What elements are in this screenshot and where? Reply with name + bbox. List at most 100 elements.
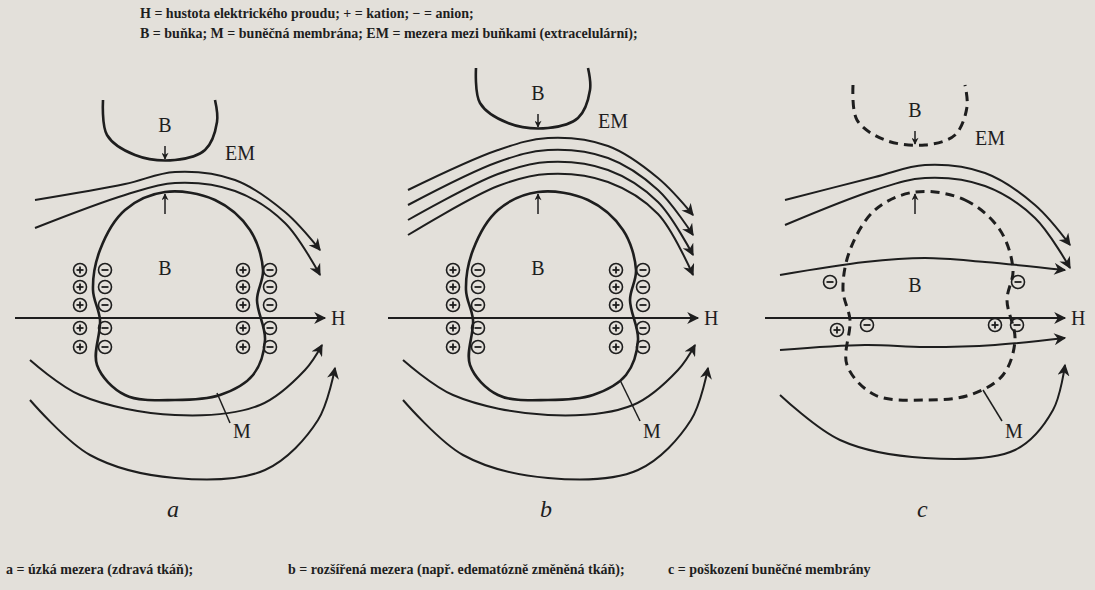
anion-symbol	[99, 341, 112, 354]
cell-membrane	[75, 185, 275, 410]
cation-symbol	[74, 299, 87, 312]
cation-symbol	[74, 322, 87, 335]
ion-bar	[102, 346, 109, 348]
gap-label: EM	[975, 127, 1005, 150]
membrane-path	[853, 85, 967, 145]
cation-symbol	[447, 281, 460, 294]
gap-tick	[914, 194, 916, 214]
ion-bar	[475, 286, 482, 288]
ion-bar	[79, 284, 81, 291]
cation-symbol	[237, 264, 250, 277]
cell-membrane	[448, 185, 648, 410]
neighbour-cell: B	[463, 58, 603, 138]
ion-ring	[74, 281, 87, 294]
cation-symbol	[610, 281, 623, 294]
panel-letter: b	[540, 496, 552, 524]
gap-label: EM	[598, 110, 628, 133]
ion-bar	[640, 286, 647, 288]
current-density-label: H	[331, 307, 345, 330]
ion-bar	[79, 267, 81, 274]
ion-bar	[102, 327, 109, 329]
current-axis	[15, 317, 325, 319]
cation-symbol	[989, 319, 1002, 332]
cation-symbol	[237, 322, 250, 335]
neighbour-cell: B	[840, 75, 980, 155]
panel-letter: c	[917, 496, 928, 524]
ion-bar	[242, 302, 244, 309]
anion-symbol	[637, 299, 650, 312]
panel-caption: b = rozšířená mezera (např. edematózně z…	[288, 562, 625, 578]
cell: B	[825, 185, 1025, 410]
membrane-label: M	[643, 420, 661, 443]
ion-bar	[242, 284, 244, 291]
ion-ring	[264, 281, 277, 294]
ion-bar	[102, 304, 109, 306]
ion-ring	[447, 322, 460, 335]
ion-ring	[610, 264, 623, 277]
membrane-path	[93, 191, 265, 400]
current-axis	[388, 317, 698, 319]
ion-ring	[99, 264, 112, 277]
anion-symbol	[264, 281, 277, 294]
cell-label: B	[531, 82, 544, 105]
current-line	[785, 178, 1070, 268]
cation-symbol	[610, 322, 623, 335]
neighbour-cell: B	[90, 90, 230, 170]
ion-bar	[615, 344, 617, 351]
gap-tick	[164, 146, 166, 159]
current-line	[30, 345, 322, 415]
ion-ring	[831, 324, 844, 337]
leader-line	[983, 390, 1002, 421]
anion-symbol	[264, 264, 277, 277]
ion-ring	[74, 341, 87, 354]
cell-membrane	[825, 185, 1025, 410]
anion-symbol	[824, 276, 837, 289]
anion-symbol	[99, 299, 112, 312]
cation-symbol	[610, 264, 623, 277]
leader-line	[620, 380, 640, 421]
anion-symbol	[472, 264, 485, 277]
gap-label: EM	[225, 142, 255, 165]
ion-bar	[475, 327, 482, 329]
cation-symbol	[447, 341, 460, 354]
cell-label: B	[531, 257, 544, 280]
ion-ring	[264, 299, 277, 312]
ion-ring	[237, 299, 250, 312]
ion-ring	[610, 299, 623, 312]
ion-bar	[102, 269, 109, 271]
current-line	[780, 365, 1065, 459]
ion-bar	[267, 304, 274, 306]
cell-label: B	[158, 114, 171, 137]
gap-tick	[164, 194, 166, 214]
ion-ring	[99, 341, 112, 354]
anion-symbol	[637, 281, 650, 294]
ion-bar	[452, 344, 454, 351]
cation-symbol	[237, 281, 250, 294]
cation-symbol	[237, 341, 250, 354]
current-line	[408, 174, 693, 275]
cell-label: B	[908, 99, 921, 122]
cation-symbol	[74, 264, 87, 277]
current-line	[408, 162, 693, 255]
ion-bar	[615, 302, 617, 309]
current-line	[785, 165, 1070, 245]
current-line	[35, 183, 320, 275]
cell: B	[75, 185, 275, 410]
ion-ring	[237, 264, 250, 277]
ion-bar	[615, 325, 617, 332]
ion-bar	[452, 267, 454, 274]
key-line: H = hustota elektrického proudu; + = kat…	[140, 6, 474, 22]
ion-bar	[267, 286, 274, 288]
current-line	[30, 368, 335, 480]
cation-symbol	[447, 299, 460, 312]
ion-bar	[615, 284, 617, 291]
ion-bar	[827, 281, 834, 283]
current-line	[780, 258, 1065, 275]
ion-bar	[475, 304, 482, 306]
ion-ring	[824, 276, 837, 289]
ion-ring	[447, 281, 460, 294]
membrane-label: M	[233, 420, 251, 443]
panel-caption: a = úzká mezera (zdravá tkáň);	[6, 562, 193, 578]
ion-ring	[472, 299, 485, 312]
cation-symbol	[74, 341, 87, 354]
